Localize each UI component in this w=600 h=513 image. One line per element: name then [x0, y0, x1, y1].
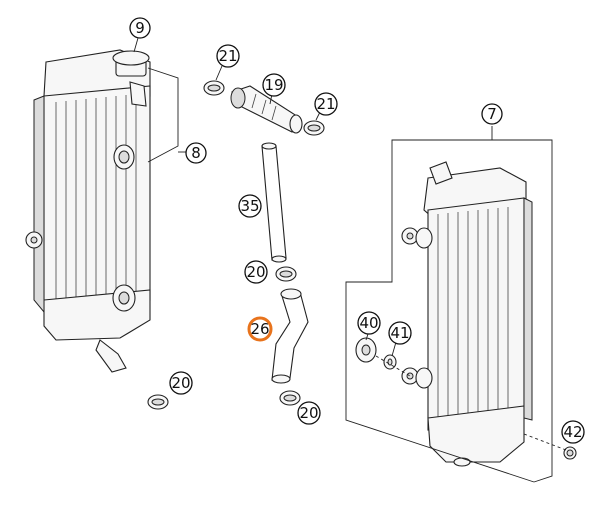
callout-label: 19	[264, 76, 283, 94]
callout-label: 20	[246, 263, 265, 281]
callout-20c[interactable]: 20	[169, 371, 193, 395]
leader-lines	[133, 37, 567, 483]
hose-clamp-20c[interactable]	[147, 394, 169, 410]
callout-label: 20	[299, 404, 318, 422]
callout-20b[interactable]: 20	[297, 401, 321, 425]
hose-clamp-20a[interactable]	[275, 266, 297, 282]
callout-21a[interactable]: 21	[216, 44, 240, 68]
hose-clamp-21b[interactable]	[303, 120, 325, 136]
callout-41[interactable]: 41	[388, 321, 412, 345]
hose-clamp-21a[interactable]	[203, 80, 225, 96]
callout-label: 7	[487, 105, 497, 123]
callout-label: 21	[218, 47, 237, 65]
callout-label: 8	[191, 144, 201, 162]
hose-26[interactable]	[271, 288, 309, 384]
left-radiator-fins	[55, 94, 137, 306]
callout-label: 40	[359, 314, 378, 332]
callout-label: 20	[171, 374, 190, 392]
callout-label: 26	[250, 320, 269, 338]
callout-9[interactable]: 9	[129, 17, 151, 39]
callout-label: 41	[390, 324, 409, 342]
callout-label: 35	[240, 197, 259, 215]
callout-21b[interactable]: 21	[314, 92, 338, 116]
callout-42[interactable]: 42	[561, 420, 585, 444]
callout-label: 9	[135, 19, 145, 37]
callout-35[interactable]: 35	[238, 194, 262, 218]
hose-clamp-20b[interactable]	[279, 390, 301, 406]
grommet-40[interactable]	[355, 337, 377, 363]
callout-label: 21	[316, 95, 335, 113]
callout-20a[interactable]: 20	[244, 260, 268, 284]
callout-19[interactable]: 19	[262, 73, 286, 97]
callout-26[interactable]: 26	[247, 316, 273, 342]
right-radiator[interactable]	[401, 161, 533, 467]
right-radiator-fins	[437, 207, 509, 426]
callout-8[interactable]: 8	[185, 142, 207, 164]
callout-label: 42	[563, 423, 582, 441]
washer-41[interactable]	[383, 354, 397, 370]
callout-40[interactable]: 40	[357, 311, 381, 335]
callout-7[interactable]: 7	[481, 103, 503, 125]
hose-coupling-19[interactable]	[230, 85, 303, 134]
left-radiator[interactable]	[25, 49, 151, 373]
coolant-pipe-35[interactable]	[261, 142, 287, 263]
screw-42[interactable]	[563, 446, 577, 460]
